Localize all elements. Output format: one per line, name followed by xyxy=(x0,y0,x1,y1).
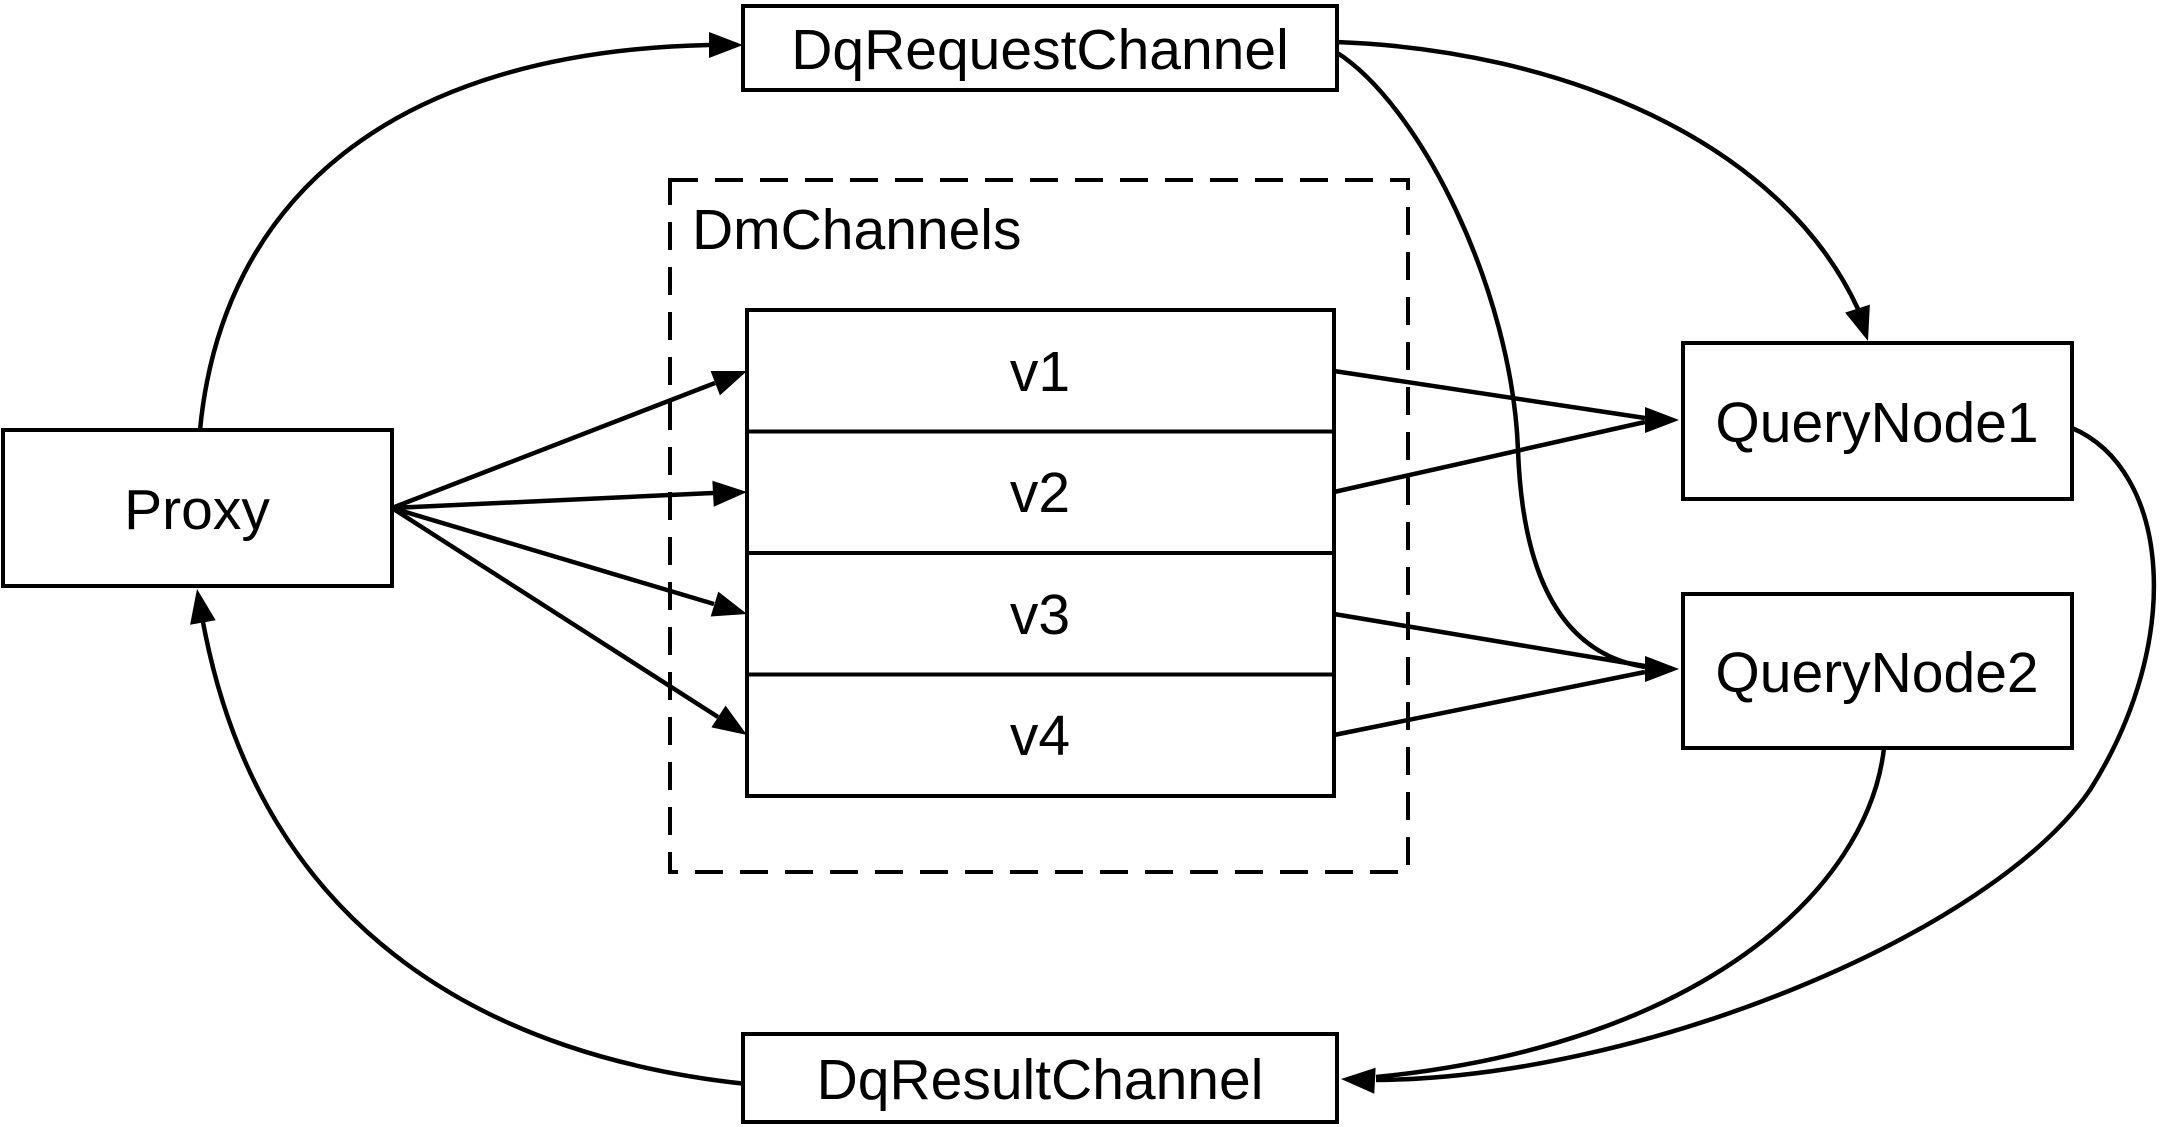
edge-v1-to-querynode1 xyxy=(1333,368,1646,421)
channel-v4-label: v4 xyxy=(1010,704,1070,768)
query-node-2-box xyxy=(1681,592,2074,750)
query-node-2-label: QueryNode2 xyxy=(1715,641,2038,705)
arrowhead-into-querynode2-left xyxy=(1645,656,1679,682)
arrowhead-into-dqrequestchannel xyxy=(709,32,743,58)
arrowhead-into-querynode1-left xyxy=(1645,407,1679,433)
edge-v2-to-querynode1 xyxy=(1333,419,1646,495)
edge-v4-to-querynode2 xyxy=(1333,669,1646,738)
dm-channels-group-box xyxy=(668,178,1410,874)
edge-proxy-to-v4 xyxy=(390,506,720,719)
arrowhead-into-proxy-bottom xyxy=(190,589,216,625)
arrowhead-into-dqresultchannel xyxy=(1341,1067,1376,1094)
edge-dqrequestchannel-to-querynode2 xyxy=(1334,50,1646,670)
query-node-1-box xyxy=(1681,341,2074,501)
arrowhead-into-querynode1-top xyxy=(1845,304,1870,341)
dq-request-channel-node-box xyxy=(741,4,1339,92)
edge-querynode1-to-dqresultchannel xyxy=(1375,425,2157,1083)
edge-querynode2-to-dqresultchannel xyxy=(1375,747,1887,1080)
proxy-node-label: Proxy xyxy=(124,478,270,542)
arrowhead-into-v1 xyxy=(710,371,747,396)
dq-result-channel-node-box xyxy=(741,1032,1339,1124)
dq-request-channel-node-label: DqRequestChannel xyxy=(791,18,1289,82)
dm-channels-group-label: DmChannels xyxy=(692,198,1021,262)
edge-dqrequestchannel-to-querynode1 xyxy=(1335,39,1861,310)
arrowhead-into-v4 xyxy=(711,705,747,735)
edge-dqresultchannel-to-proxy xyxy=(200,621,748,1087)
edge-v3-to-querynode2 xyxy=(1333,611,1646,669)
arrowhead-into-v3 xyxy=(710,591,747,617)
channel-v1-label: v1 xyxy=(1010,340,1070,404)
channel-v2-label: v2 xyxy=(1010,461,1070,525)
edge-proxy-to-v2 xyxy=(391,490,714,511)
edge-proxy-to-dqrequestchannel xyxy=(197,42,710,431)
proxy-node-box xyxy=(1,428,394,588)
arrowhead-into-v2 xyxy=(712,480,747,507)
query-node-1-label: QueryNode1 xyxy=(1715,391,2038,455)
edge-proxy-to-v3 xyxy=(391,505,715,607)
edge-proxy-to-v1 xyxy=(391,380,716,511)
dq-result-channel-node-label: DqResultChannel xyxy=(817,1048,1264,1112)
channel-v3-label: v3 xyxy=(1010,583,1070,647)
